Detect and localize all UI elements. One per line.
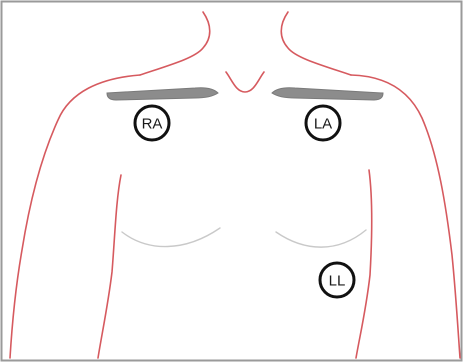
left-clavicle: [107, 88, 218, 100]
left-shoulder-arm-outline: [10, 75, 140, 358]
electrode-la: LA: [306, 106, 340, 140]
right-clavicle: [272, 88, 383, 100]
right-shoulder-arm-outline: [351, 75, 460, 358]
right-breast-fold: [276, 230, 366, 247]
electrode-la-label: LA: [314, 116, 332, 133]
left-breast-fold: [122, 228, 220, 247]
electrode-ra: RA: [135, 106, 169, 140]
right-inner-arm-outline: [356, 170, 372, 358]
neck-right-outline: [281, 12, 351, 75]
suprasternal-notch: [226, 72, 264, 92]
left-inner-arm-outline: [98, 175, 121, 358]
electrode-ll: LL: [320, 263, 354, 297]
neck-left-outline: [140, 12, 210, 75]
electrode-ll-label: LL: [329, 273, 346, 290]
electrode-ra-label: RA: [142, 116, 163, 133]
